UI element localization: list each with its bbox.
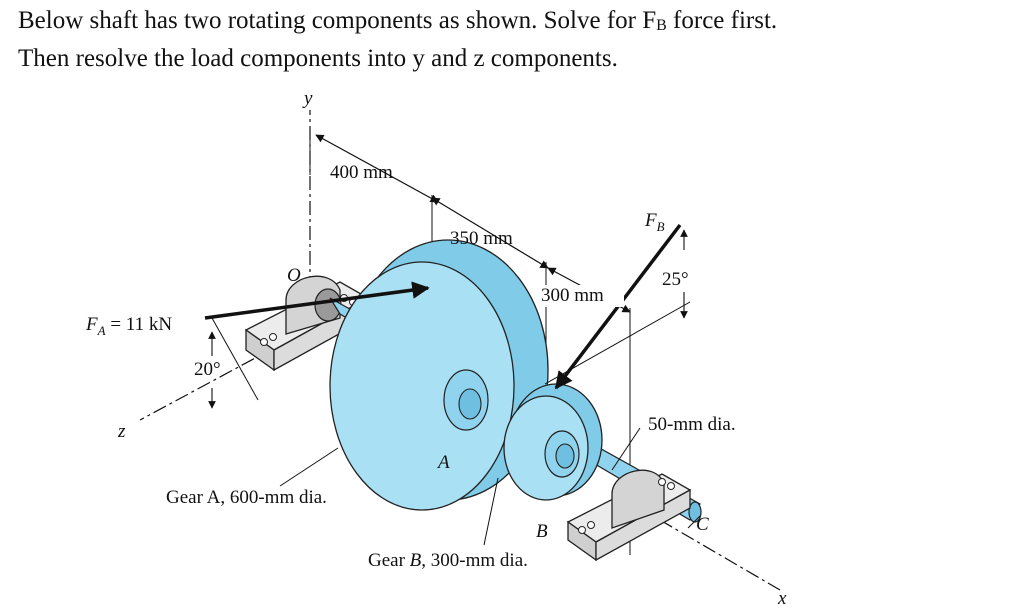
- bearing-c-bolt-2: [587, 521, 595, 529]
- problem-line-1-tail: force first.: [666, 7, 778, 34]
- force-a-symbol: F: [85, 314, 98, 335]
- force-b-reference-line: [544, 301, 691, 385]
- dimension-300-label: 300 mm: [541, 285, 604, 306]
- angle-25-label: 25°: [662, 269, 689, 290]
- bearing-o-bolt-1: [260, 338, 268, 346]
- force-a-subscript: A: [97, 323, 106, 338]
- leader-shaft-dia: [611, 427, 641, 471]
- x-axis-line: [659, 519, 781, 591]
- leader-lines: [279, 427, 701, 546]
- force-b-symbol: F: [644, 210, 657, 231]
- leader-gear-a: [279, 447, 339, 487]
- problem-statement: Below shaft has two rotating components …: [18, 4, 1008, 75]
- gear-b-caption-prefix: Gear: [368, 550, 410, 571]
- shaft-end-c: [688, 501, 702, 523]
- gear-a-caption: Gear A, 600-mm dia.: [166, 487, 327, 508]
- force-a-value: = 11 kN: [106, 314, 173, 335]
- force-a-arrow: [204, 281, 430, 320]
- bearing-c-block: [611, 469, 665, 529]
- problem-line-1-text: Below shaft has two rotating components …: [18, 7, 657, 34]
- leader-gear-b: [483, 477, 499, 546]
- gear-b: [503, 383, 603, 501]
- bearing-c-bolt-3: [658, 478, 666, 486]
- gear-a-face: [329, 261, 515, 511]
- y-axis-label: y: [302, 88, 313, 109]
- dimension-350-line: [431, 197, 549, 269]
- angle-20-label: 20°: [194, 359, 221, 380]
- angle-indicators: [208, 229, 688, 409]
- gear-b-caption: Gear B, 300-mm dia.: [368, 550, 528, 571]
- point-c-label: C: [696, 514, 709, 535]
- shaft-diameter-label: 50-mm dia.: [648, 414, 736, 435]
- gear-b-caption-suffix: , 300-mm dia.: [421, 550, 528, 571]
- dimension-400-line: [315, 134, 439, 203]
- dimension-300-label-bg: [538, 285, 624, 307]
- gear-a-hub-inner: [458, 388, 482, 420]
- problem-line-1: Below shaft has two rotating components …: [18, 4, 1008, 42]
- bearing-o-bolt-2: [269, 333, 277, 341]
- point-a-label: A: [436, 452, 450, 473]
- gear-b-hub-inner: [555, 443, 575, 469]
- dimension-400-label: 400 mm: [330, 162, 393, 183]
- dimension-350-label: 350 mm: [450, 228, 513, 249]
- problem-line-1-subscript: B: [656, 17, 667, 34]
- origin-label: O: [287, 265, 301, 286]
- bearing-c-bolt-4: [667, 482, 675, 490]
- bearing-c-bolt-1: [578, 526, 586, 534]
- force-b-label: FB: [644, 210, 665, 234]
- gear-a: [329, 239, 549, 511]
- force-b-subscript: B: [657, 219, 665, 234]
- problem-line-2: Then resolve the load components into y …: [18, 45, 618, 72]
- point-b-label: B: [536, 521, 548, 542]
- x-axis-label: x: [777, 588, 787, 609]
- bearing-c: [566, 469, 692, 562]
- leader-point-c: [687, 515, 701, 529]
- z-axis-label: z: [117, 421, 126, 442]
- force-a-label: FA = 11 kN: [85, 314, 172, 338]
- gear-b-caption-letter: B: [410, 550, 422, 571]
- angle-20-extension: [211, 317, 259, 401]
